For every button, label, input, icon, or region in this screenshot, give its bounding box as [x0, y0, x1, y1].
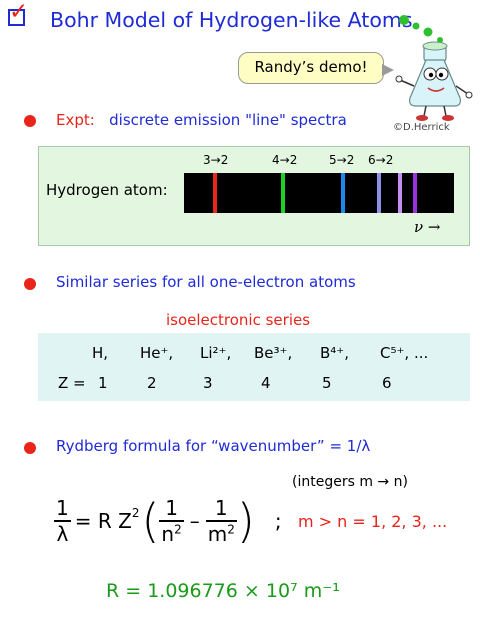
z-value: 3: [203, 374, 213, 392]
species-cell: B⁴⁺,: [320, 344, 349, 362]
transition-label: 4→2: [272, 153, 298, 167]
z-value: 6: [382, 374, 392, 392]
emission-spectrum: [184, 173, 454, 213]
species-cell: C⁵⁺, ...: [380, 344, 429, 362]
credit-text: ©D.Herrick: [393, 122, 450, 133]
minus-sign: –: [189, 509, 200, 533]
fraction-numerator: 1: [159, 496, 184, 522]
m-symbol: m: [207, 522, 228, 546]
transition-label: 3→2: [203, 153, 229, 167]
z-exponent: 2: [131, 506, 140, 520]
page-title: Bohr Model of Hydrogen-like Atoms: [50, 8, 413, 32]
spectral-line: [213, 173, 217, 213]
speech-bubble: Randy’s demo!: [238, 52, 384, 84]
expt-text: discrete emission "line" spectra: [109, 111, 347, 129]
fraction-numerator: 1: [54, 496, 71, 522]
fraction-denominator: n2: [159, 522, 183, 546]
spectral-line: [398, 173, 402, 213]
bullet-icon: [24, 442, 36, 454]
spectral-line: [377, 173, 381, 213]
fraction-denominator: λ: [56, 522, 69, 546]
bullet-icon: [24, 115, 36, 127]
semicolon: ;: [274, 509, 282, 533]
hydrogen-atom-label: Hydrogen atom:: [46, 181, 168, 199]
similar-text: Similar series for all one-electron atom…: [56, 273, 356, 291]
spectral-line: [341, 173, 345, 213]
transition-label: 6→2: [368, 153, 394, 167]
condition-text: m > n = 1, 2, 3, ...: [298, 512, 448, 531]
spectral-line: [413, 173, 417, 213]
checkbox-icon: [8, 9, 25, 26]
expt-label: Expt:: [56, 111, 95, 129]
equals-rz: = R Z: [74, 509, 132, 533]
fraction-numerator: 1: [205, 496, 237, 522]
transition-label: 5→2: [329, 153, 355, 167]
rydberg-text: Rydberg formula for “wavenumber” = 1/λ: [56, 437, 371, 455]
isoelectronic-panel: [38, 333, 470, 401]
z-value: 2: [147, 374, 157, 392]
species-cell: Li²⁺,: [200, 344, 232, 362]
z-label: Z =: [58, 374, 86, 392]
z-value: 5: [322, 374, 332, 392]
rydberg-constant: R = 1.096776 × 10⁷ m⁻¹: [106, 580, 340, 602]
fraction-denominator: m2: [206, 522, 237, 546]
lhs-fraction: 1 λ: [54, 496, 71, 546]
z-value: 1: [98, 374, 108, 392]
species-cell: H,: [92, 344, 109, 362]
flask-mascot-icon: [395, 15, 473, 121]
species-cell: He⁺,: [140, 344, 174, 362]
integers-note: (integers m → n): [292, 474, 408, 490]
expt-line: Expt: discrete emission "line" spectra: [56, 111, 347, 129]
frequency-axis-label: ν →: [414, 218, 441, 236]
spectral-line: [281, 173, 285, 213]
n-fraction: 1 n2: [159, 496, 184, 546]
z-value: 4: [261, 374, 271, 392]
bullet-icon: [24, 278, 36, 290]
m-exponent: 2: [227, 522, 235, 537]
n-symbol: n: [161, 522, 175, 546]
speech-bubble-tail: [382, 64, 394, 76]
checkmark-icon: ✓: [9, 0, 29, 25]
n-exponent: 2: [174, 522, 182, 537]
right-paren: ): [236, 494, 255, 548]
left-paren: (: [141, 494, 160, 548]
isoelectronic-title: isoelectronic series: [166, 311, 311, 329]
m-fraction: 1 m2: [205, 496, 237, 546]
species-cell: Be³⁺,: [254, 344, 293, 362]
